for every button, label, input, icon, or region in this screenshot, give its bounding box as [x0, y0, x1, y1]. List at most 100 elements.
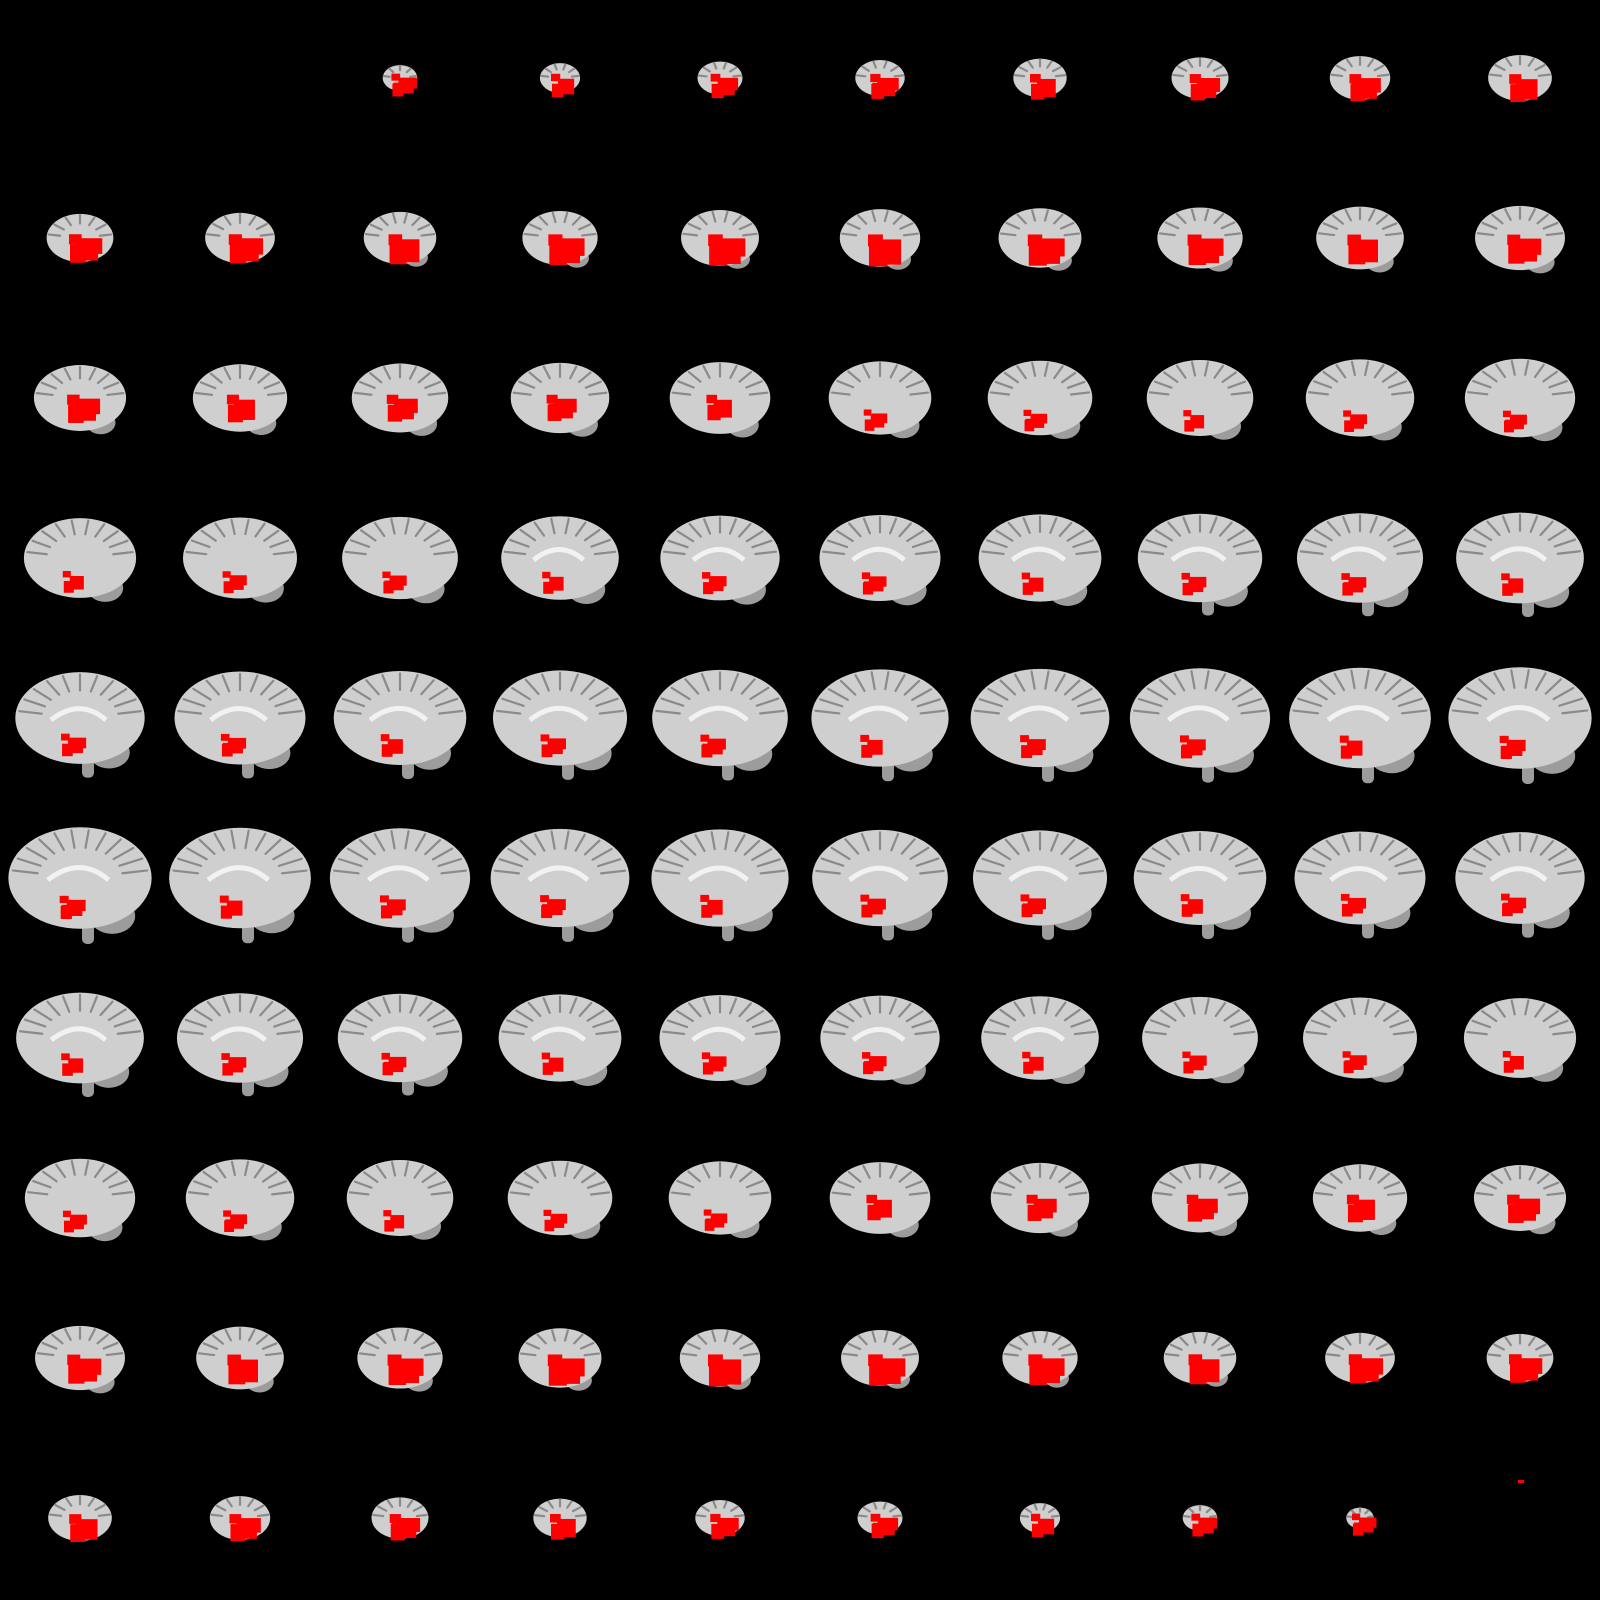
activation-overlay — [1348, 1354, 1362, 1365]
sulcus — [1544, 678, 1562, 695]
corpus-callosum — [1486, 705, 1551, 723]
sulcus — [854, 674, 866, 693]
slice-image — [1163, 1331, 1237, 1387]
sulcus — [732, 215, 743, 226]
cerebrum — [1289, 667, 1431, 769]
cerebrum — [651, 829, 789, 927]
cerebrum — [1296, 513, 1424, 603]
sulcus — [538, 215, 549, 226]
sulcus — [244, 829, 250, 850]
sulcus — [1465, 686, 1488, 701]
sulcus — [898, 522, 912, 538]
brain-slice — [640, 480, 800, 640]
sulcus — [1027, 60, 1034, 69]
cerebrum — [829, 1162, 931, 1234]
sulcus — [276, 1030, 301, 1035]
sulcus — [1546, 1192, 1565, 1197]
sulcus — [679, 839, 697, 856]
sulcus — [358, 380, 376, 390]
activation-overlay — [1026, 1194, 1038, 1204]
sulcus — [1552, 1030, 1574, 1036]
brain-slice — [320, 1440, 480, 1600]
sulcus — [94, 1504, 106, 1511]
activation-overlay — [384, 1220, 395, 1232]
brain-slice — [1280, 1280, 1440, 1440]
sulcus — [550, 830, 556, 850]
slice-image — [1325, 1332, 1395, 1384]
sulcus — [1163, 371, 1179, 383]
sulcus — [1472, 379, 1492, 389]
sulcus — [732, 1334, 743, 1345]
sulcus — [1237, 697, 1263, 708]
brain-slice — [1280, 800, 1440, 960]
corpus-callosum — [49, 1026, 108, 1043]
sulcus — [1558, 697, 1584, 707]
activation-overlay — [383, 1061, 397, 1071]
activation-overlay — [1199, 1517, 1217, 1529]
activation-overlay — [223, 581, 234, 594]
sulcus — [54, 1504, 66, 1511]
sulcus — [428, 687, 449, 701]
sulcus — [738, 222, 753, 231]
slice-image — [1171, 57, 1229, 101]
sulcus — [1379, 1353, 1394, 1357]
slice-image — [1133, 830, 1267, 940]
sulcus — [197, 1352, 216, 1357]
slice-image — [342, 516, 458, 604]
sulcus — [1504, 1336, 1513, 1347]
sulcus — [1190, 670, 1196, 690]
activation-overlay — [711, 1213, 728, 1224]
sulcus — [26, 550, 48, 556]
sulcus — [1524, 360, 1530, 376]
sulcus — [1375, 1342, 1388, 1351]
brain-slice — [160, 1440, 320, 1600]
sulcus — [435, 1030, 460, 1035]
sulcus — [87, 216, 96, 227]
sulcus — [1350, 998, 1356, 1016]
sulcus — [230, 829, 236, 850]
sulcus — [210, 1513, 224, 1518]
sulcus — [1308, 391, 1329, 396]
sulcus — [35, 392, 54, 397]
slice-image — [1488, 54, 1552, 102]
sulcus — [1223, 1009, 1241, 1022]
sulcus — [1343, 1166, 1352, 1181]
sulcus — [40, 381, 57, 390]
sulcus — [345, 1019, 368, 1028]
sulcus — [185, 550, 208, 556]
sulcus — [417, 372, 431, 384]
sulcus — [1528, 208, 1536, 221]
slice-image — [8, 827, 152, 944]
slice-image — [333, 670, 467, 780]
sulcus — [23, 1018, 47, 1028]
activation-overlay — [872, 1522, 888, 1533]
slice-image — [533, 1498, 587, 1540]
sulcus — [1503, 1167, 1512, 1181]
brain-slice — [1120, 480, 1280, 640]
sulcus — [536, 1333, 547, 1345]
sulcus — [420, 1341, 436, 1350]
sulcus — [1536, 1173, 1550, 1185]
sulcus — [749, 1191, 770, 1196]
sulcus — [579, 1341, 595, 1350]
sulcus — [733, 1514, 745, 1518]
sulcus — [1031, 361, 1037, 378]
sulcus — [686, 1342, 701, 1350]
cerebrum — [811, 669, 949, 767]
sulcus — [815, 869, 841, 875]
sulcus — [256, 1513, 270, 1518]
sulcus — [1024, 1507, 1033, 1514]
sulcus — [194, 391, 214, 396]
sulcus — [1072, 539, 1094, 548]
sulcus — [1486, 520, 1501, 537]
sulcus — [1542, 1010, 1559, 1023]
sulcus — [364, 233, 380, 237]
sulcus — [404, 830, 410, 850]
corpus-callosum — [1011, 1027, 1066, 1043]
sulcus — [999, 1008, 1017, 1022]
slice-image — [46, 213, 114, 263]
cerebrum — [490, 828, 630, 928]
sulcus — [25, 846, 48, 861]
sulcus — [593, 550, 617, 556]
sulcus — [1556, 550, 1582, 555]
